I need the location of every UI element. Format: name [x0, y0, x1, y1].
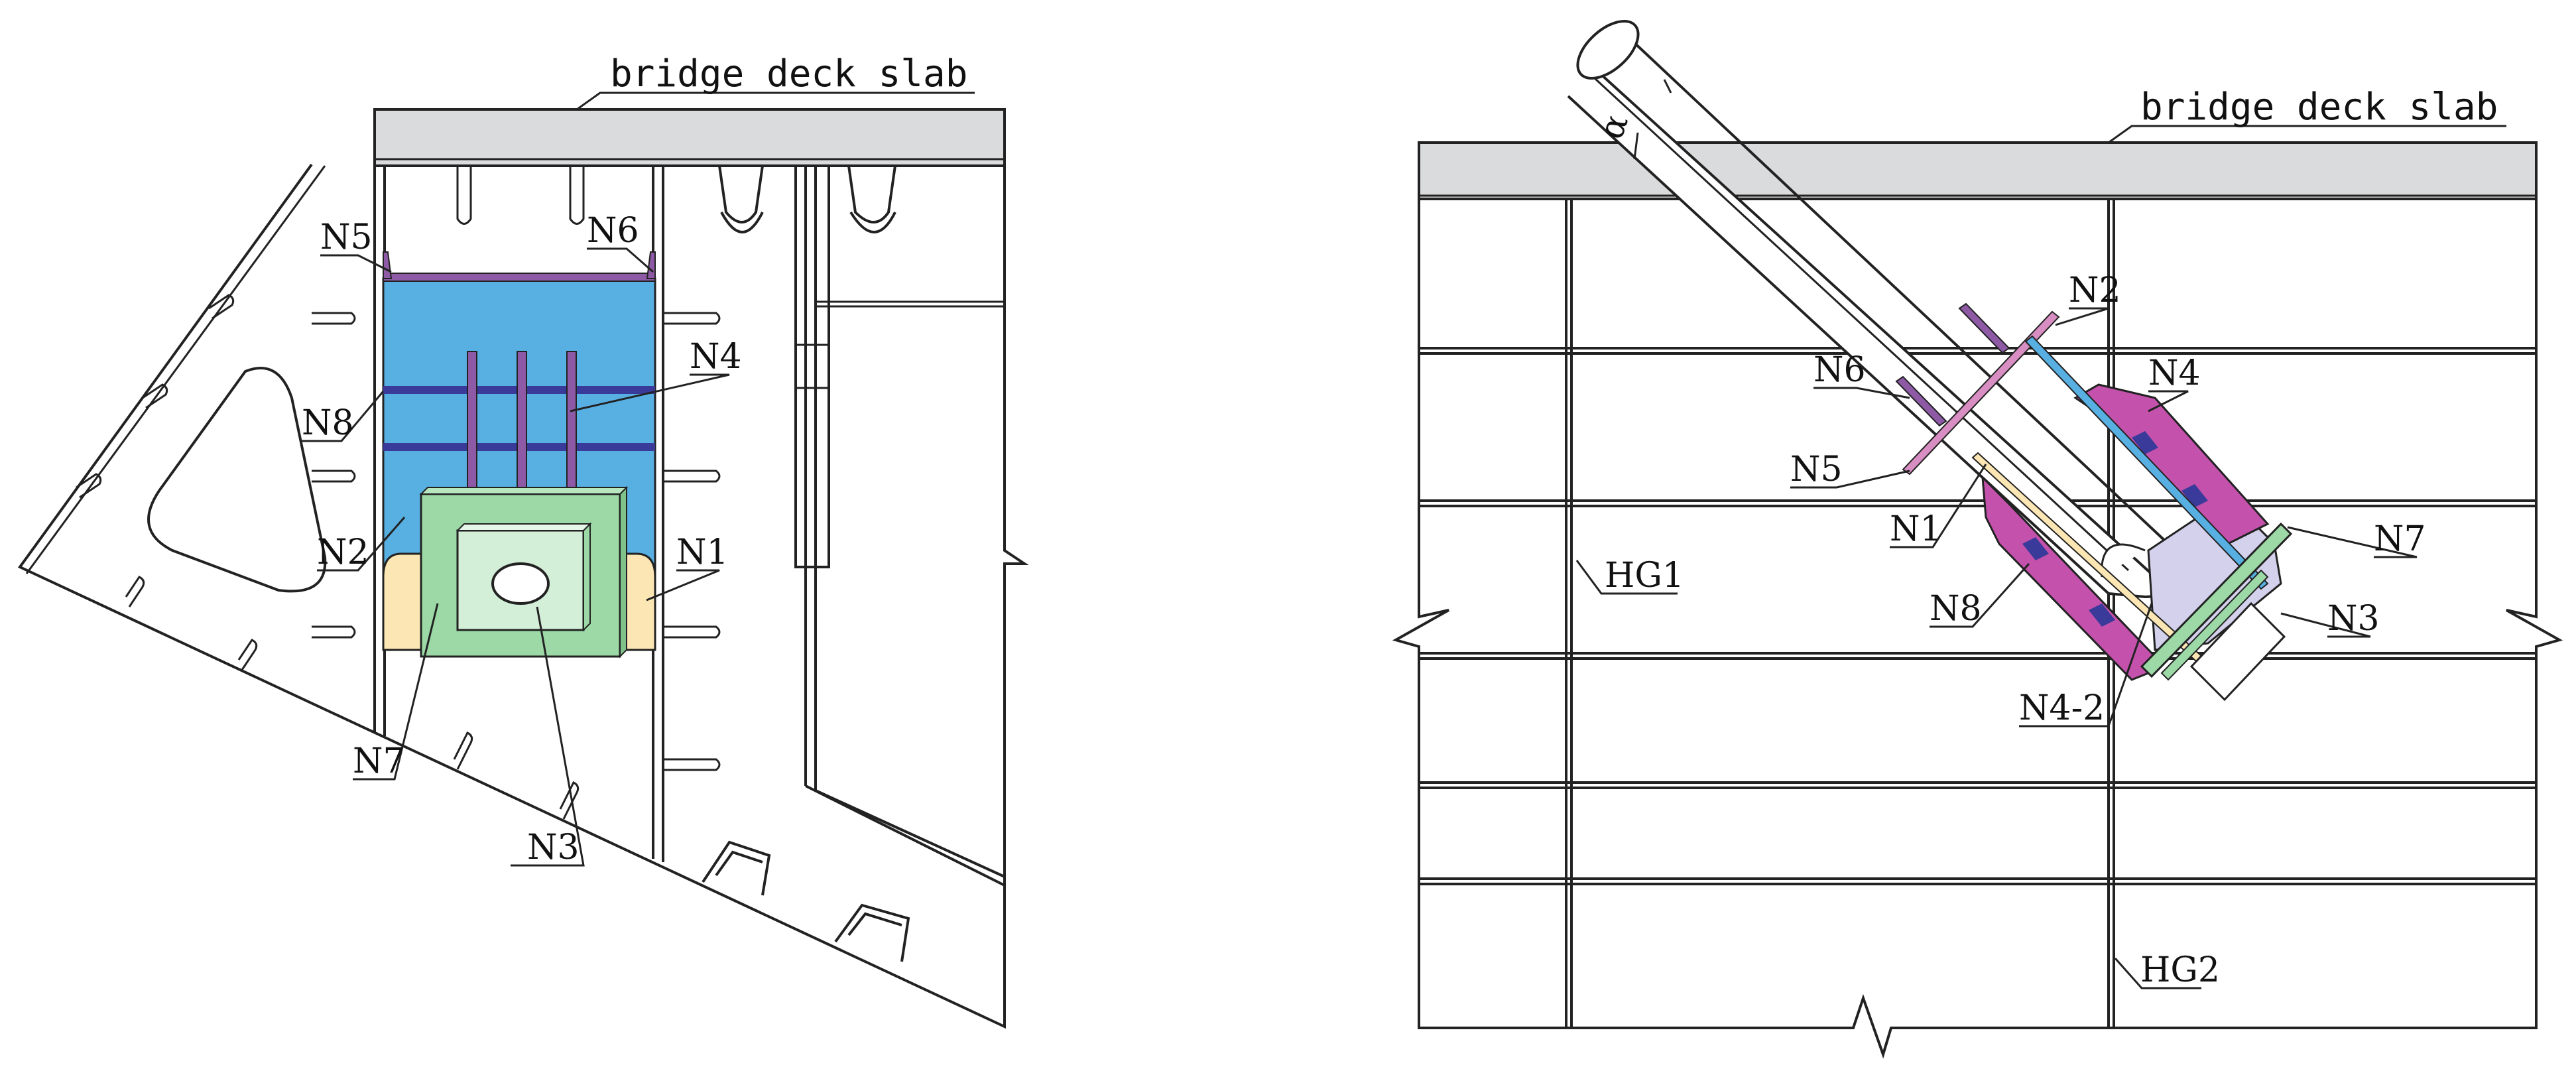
right-label-n4-2: N4-2 — [2019, 688, 2105, 728]
left-cream-right-piece — [622, 552, 656, 651]
right-green-plate-n7 — [2140, 522, 2293, 678]
right-label-n5: N5 — [1790, 450, 1843, 489]
right-purple-plate-upper — [1958, 302, 2010, 354]
right-frame — [1392, 199, 2563, 1059]
right-label-n7: N7 — [2374, 519, 2426, 559]
left-label-n3: N3 — [527, 828, 580, 867]
right-magenta-block-lower — [1981, 475, 2156, 681]
right-label-hg1: HG1 — [1605, 556, 1684, 596]
right-label-n3: N3 — [2327, 599, 2380, 639]
right-label-n8: N8 — [1930, 589, 1982, 629]
left-cream-left-piece — [382, 552, 426, 651]
right-magenta-block-upper — [2073, 383, 2270, 545]
right-pink-plate-n2 — [1902, 310, 2060, 475]
right-deck-label: bridge deck slab — [2140, 86, 2498, 129]
left-access-hole — [147, 367, 327, 593]
left-deck-label: bridge deck slab — [610, 52, 967, 95]
left-label-n6: N6 — [587, 211, 639, 251]
left-cross-section-view: bridge deck slab N5 N6 N4 N8 N2 N1 N7 N3 — [17, 52, 1029, 1029]
right-bearing-box-n3 — [2189, 601, 2286, 702]
left-rod-2 — [517, 351, 527, 498]
left-deck-slab — [373, 108, 1006, 167]
right-label-hg2: HG2 — [2140, 950, 2220, 990]
right-blue-strip — [2024, 335, 2269, 590]
left-label-n1: N1 — [676, 533, 729, 572]
right-elevation-view: α bridge deck slab N2 — [1392, 19, 2563, 1059]
right-label-n1: N1 — [1890, 509, 1942, 549]
right-label-n2: N2 — [2069, 271, 2121, 310]
left-label-n8: N8 — [302, 403, 354, 443]
right-purple-plate-lower — [1895, 375, 1947, 427]
left-rod-1 — [467, 351, 477, 498]
left-label-n5: N5 — [320, 218, 373, 257]
left-label-n2: N2 — [317, 533, 369, 572]
right-deck-slab — [1418, 141, 2538, 200]
left-anchor-hole — [491, 562, 550, 605]
right-label-n6: N6 — [1813, 350, 1866, 390]
left-rod-3 — [566, 351, 577, 498]
left-label-n7: N7 — [353, 741, 405, 781]
left-label-n4: N4 — [690, 337, 742, 377]
left-purple-top-plate — [383, 273, 656, 282]
right-label-n4: N4 — [2148, 353, 2201, 393]
left-web-outline — [17, 163, 1029, 1029]
